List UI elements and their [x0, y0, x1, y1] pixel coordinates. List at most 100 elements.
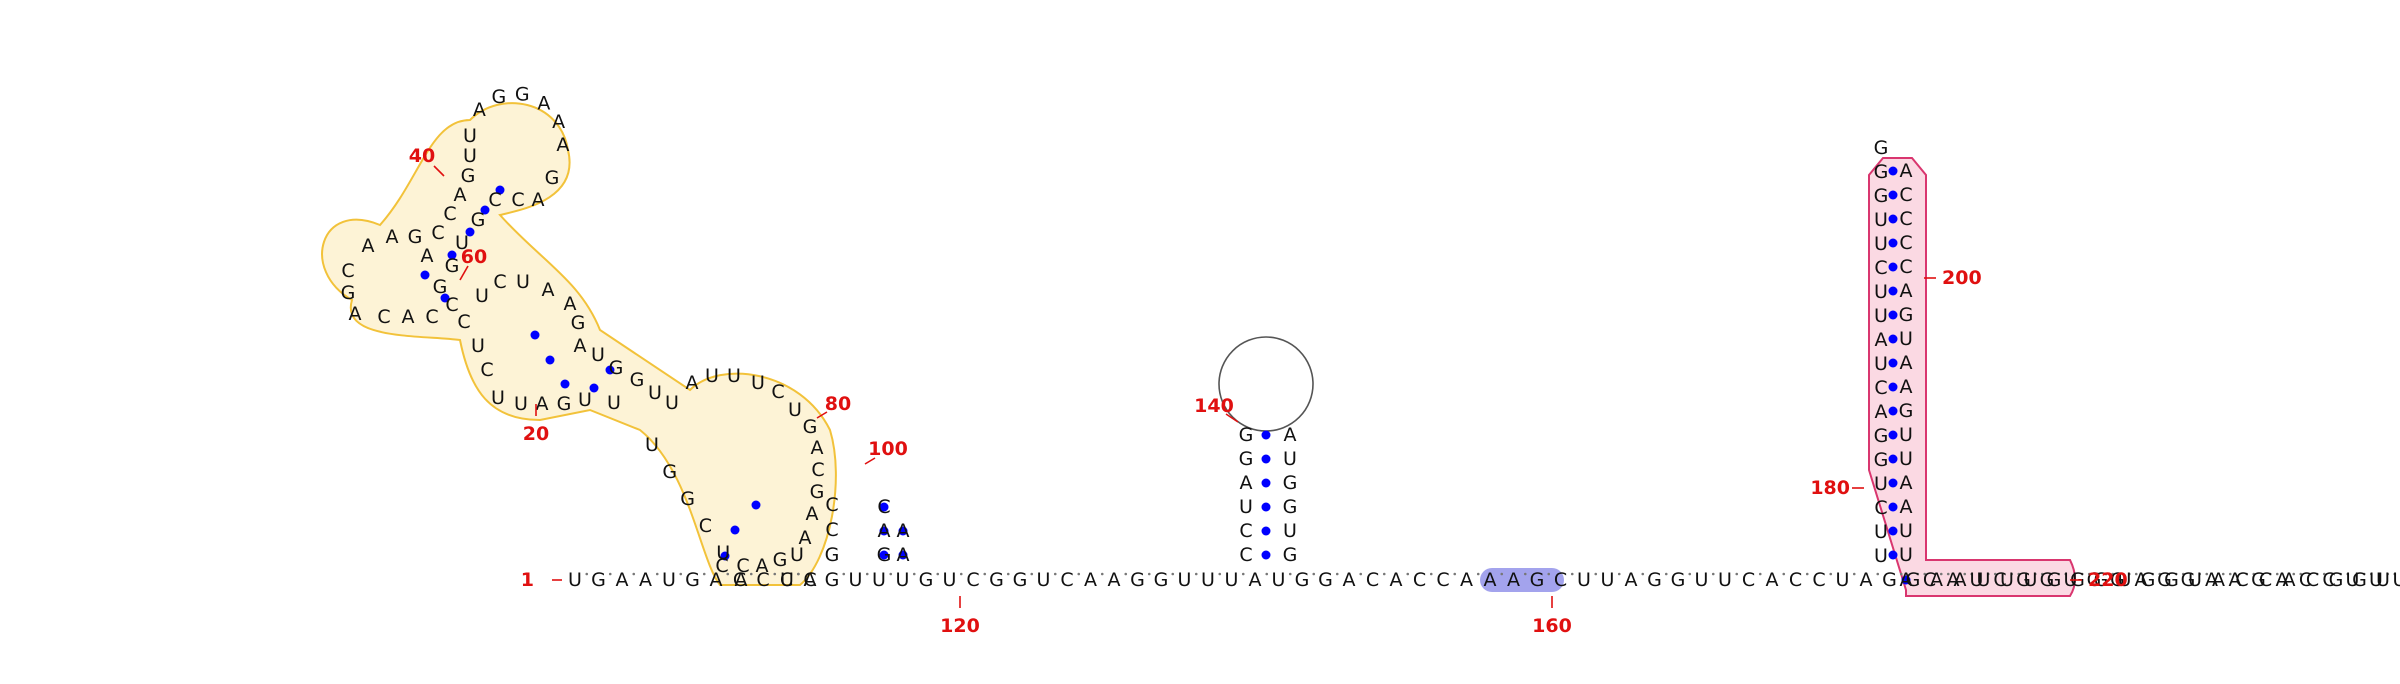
- nucleotide: U: [1283, 448, 1297, 470]
- nucleotide: A: [1343, 569, 1356, 591]
- nucleotide: C: [1789, 569, 1802, 591]
- backbone-link: [2299, 572, 2303, 576]
- base-pair-dot: [1888, 430, 1898, 440]
- nucleotide: U: [1874, 521, 1888, 543]
- nucleotide: A: [1460, 569, 1473, 591]
- base-pair-dot: [1888, 214, 1898, 224]
- nucleotide: A: [1875, 401, 1888, 423]
- nucleotide: A: [1875, 329, 1888, 351]
- base-pair-dot: [420, 270, 430, 280]
- backbone-link: [2181, 572, 2185, 576]
- nucleotide: C: [425, 306, 438, 328]
- backbone-link: [2111, 572, 2115, 576]
- base-pair-dot: [480, 205, 490, 215]
- nucleotide: G: [662, 461, 677, 483]
- nucleotide: A: [2212, 569, 2225, 591]
- nucleotide: U: [1874, 233, 1888, 255]
- nucleotide: G: [1647, 569, 1662, 591]
- base-pair-dot: [605, 365, 615, 375]
- base-pair-dot: [447, 250, 457, 260]
- backbone-link: [1594, 572, 1598, 576]
- base-pair-dot: [751, 500, 761, 510]
- base-pair-dot: [1888, 406, 1898, 416]
- nucleotide: G: [591, 569, 606, 591]
- backbone-link: [726, 572, 730, 576]
- nucleotide: G: [2094, 569, 2109, 591]
- nucleotide: G: [491, 86, 506, 108]
- nucleotide: U: [1037, 569, 1051, 591]
- nucleotide: A: [556, 134, 569, 156]
- backbone-link: [2198, 572, 2202, 576]
- backbone-link: [2040, 572, 2044, 576]
- nucleotide: G: [2181, 569, 2196, 591]
- backbone-link: [1241, 572, 1245, 576]
- nucleotide: C: [811, 459, 824, 481]
- backbone-link: [2221, 572, 2225, 576]
- nucleotide: G: [571, 312, 586, 334]
- nucleotide: C: [699, 515, 712, 537]
- nucleotide: U: [1874, 545, 1888, 567]
- nucleotide: U: [1899, 520, 1913, 542]
- nucleotide: G: [609, 357, 624, 379]
- backbone-link: [983, 572, 987, 576]
- nucleotide: A: [1484, 569, 1497, 591]
- nucleotide: U: [2376, 569, 2390, 591]
- nucleotide: G: [557, 393, 572, 415]
- base-pair-dot: [720, 551, 730, 561]
- nucleotide: C: [480, 359, 493, 381]
- nucleotide: A: [1900, 569, 1913, 591]
- nucleotide: A: [421, 245, 434, 267]
- backbone-link: [1171, 572, 1175, 576]
- base-pair-dot: [1888, 478, 1898, 488]
- nucleotide: A: [564, 293, 577, 315]
- nucleotide: A: [799, 527, 812, 549]
- nucleotide: U: [1577, 569, 1591, 591]
- backbone-link: [1100, 572, 1104, 576]
- base-pair-dot: [1888, 382, 1898, 392]
- backbone-link: [2268, 572, 2272, 576]
- backbone-link: [1523, 572, 1527, 576]
- nucleotide: U: [788, 399, 802, 421]
- base-pair-dot: [1888, 334, 1898, 344]
- backbone-link: [585, 572, 589, 576]
- nucleotide: A: [1860, 569, 1873, 591]
- backbone-link: [1570, 572, 1574, 576]
- backbone-link: [912, 572, 916, 576]
- backbone-link: [1970, 572, 1974, 576]
- backbone-link: [1030, 572, 1034, 576]
- nucleotide: G: [1013, 569, 1028, 591]
- nucleotide: A: [1507, 569, 1520, 591]
- position-tick: [816, 411, 828, 419]
- nucleotide: C: [1993, 569, 2006, 591]
- backbone-link: [2315, 572, 2319, 576]
- nucleotide: C: [2306, 569, 2319, 591]
- base-pairs: [420, 166, 1911, 585]
- nucleotide: A: [686, 372, 699, 394]
- backbone-link: [2158, 572, 2162, 576]
- nucleotide: U: [1874, 281, 1888, 303]
- nucleotide: G: [1899, 304, 1914, 326]
- nucleotide: U: [591, 344, 605, 366]
- backbone-link: [632, 572, 636, 576]
- nucleotide: U: [2346, 569, 2360, 591]
- base-pair-dot: [1261, 502, 1271, 512]
- backbone-link: [2228, 572, 2232, 576]
- nucleotide: G: [2329, 569, 2344, 591]
- nucleotide: U: [1239, 496, 1253, 518]
- backbone-link: [2346, 572, 2350, 576]
- nucleotide: C: [1060, 569, 1073, 591]
- base-pair-dot: [730, 525, 740, 535]
- nucleotide: A: [1390, 569, 1403, 591]
- nucleotide: A: [1900, 160, 1913, 182]
- position-number: 20: [523, 423, 549, 445]
- nucleotide: U: [780, 569, 794, 591]
- nucleotide: U: [872, 569, 886, 591]
- nucleotide: C: [771, 381, 784, 403]
- nucleotide: G: [2251, 569, 2266, 591]
- backbone-link: [1829, 572, 1833, 576]
- backbone-link: [679, 572, 683, 576]
- nucleotide: A: [473, 99, 486, 121]
- position-tick: [864, 457, 876, 465]
